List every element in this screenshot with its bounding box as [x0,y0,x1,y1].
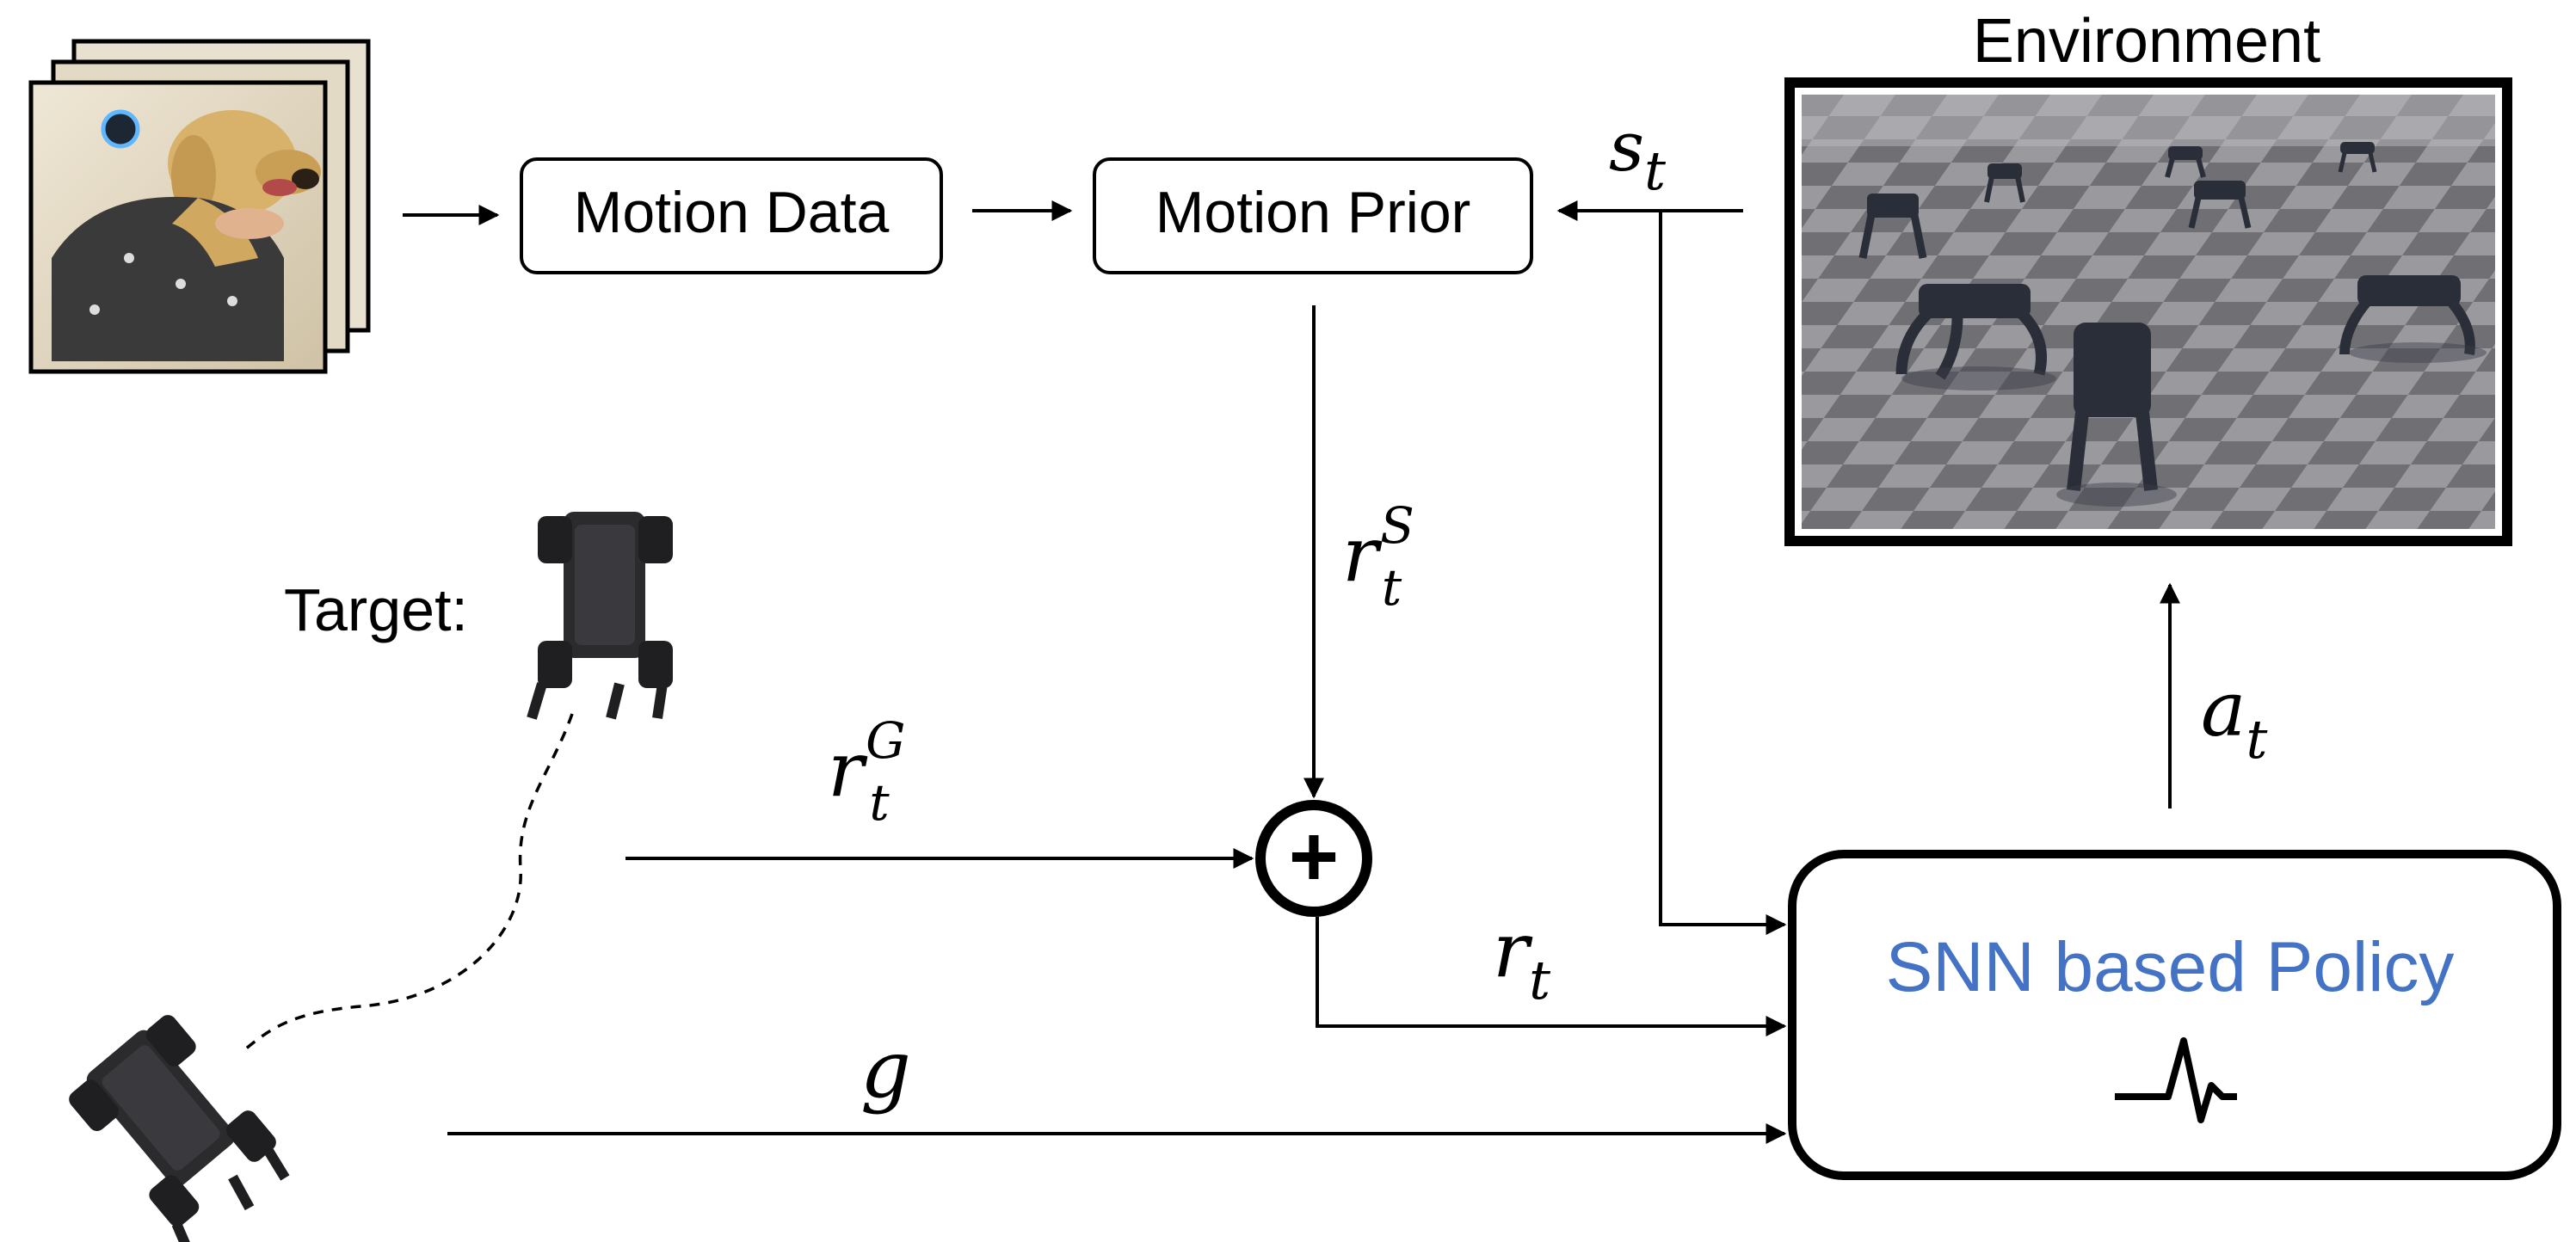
total-reward-symbol: rt [1493,906,1550,1011]
dog-motion-capture-image-stack-icon [28,39,371,374]
motion-data-box: Motion Data [520,157,943,274]
arrow-state-to-policy [1659,211,1787,935]
sum-circle-icon: + [1255,800,1372,917]
quadruped-robot-target-icon [527,512,673,720]
sum-operator: + [1289,809,1339,905]
state-symbol: st [1609,107,1666,202]
motion-prior-box: Motion Prior [1093,157,1533,274]
quadruped-robot-start-icon [69,1015,290,1242]
environment-label: Environment [1973,7,2320,76]
robot-trajectory-path [243,713,574,1051]
quadruped-simulation-environment-image-icon [1802,95,2495,529]
motion-data-label: Motion Data [574,180,890,245]
arrow-sum-to-policy [1316,917,1787,1036]
action-symbol: at [2201,665,2267,771]
environment-frame [1784,77,2512,546]
snn-policy-box: SNN based Policy [1788,850,2561,1180]
snn-policy-label: SNN based Policy [1886,928,2455,1006]
motion-prior-label: Motion Prior [1156,180,1471,245]
goal-symbol: g [860,1024,911,1116]
spike-waveform-icon [2115,1037,2237,1123]
target-label: Target: [284,576,468,643]
